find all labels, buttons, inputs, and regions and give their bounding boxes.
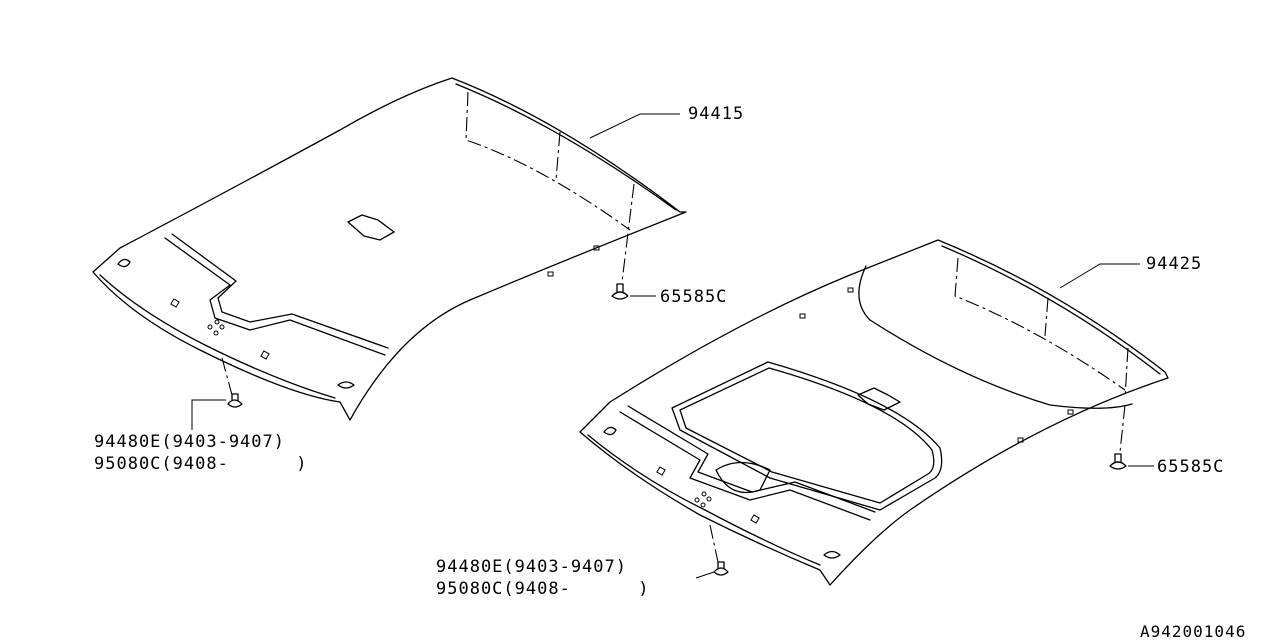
- drawing-number: A942001046: [1140, 622, 1247, 641]
- callout-fastener-left-2: 95080C(9408- ): [94, 454, 308, 474]
- callout-fastener-right-2: 95080C(9408- ): [436, 579, 650, 599]
- callout-clip-left: 65585C: [660, 287, 728, 307]
- callout-94425: 94425: [1146, 254, 1203, 274]
- callout-fastener-left-1: 94480E(9403-9407): [94, 432, 285, 452]
- fastener-icon: [713, 561, 729, 576]
- headliner-panel-94415: [92, 77, 687, 430]
- headliner-panel-94425: [579, 239, 1169, 586]
- callout-94415: 94415: [688, 104, 745, 124]
- clip-icon: [611, 283, 629, 300]
- clip-icon: [1109, 453, 1127, 470]
- callout-fastener-right-1: 94480E(9403-9407): [436, 557, 627, 577]
- callout-clip-right: 65585C: [1157, 457, 1225, 477]
- fastener-icon: [227, 393, 243, 408]
